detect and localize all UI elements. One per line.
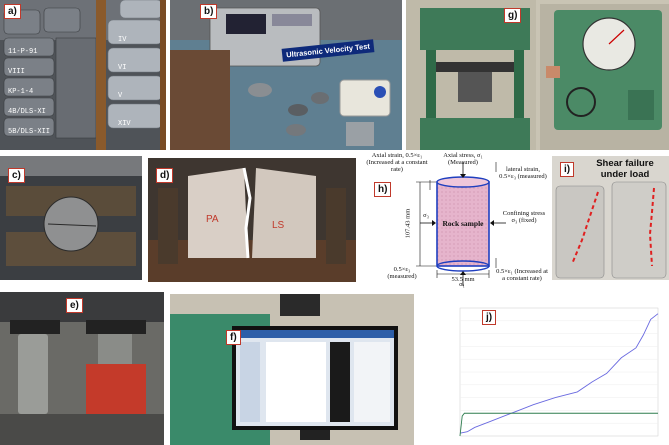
panel-f-tag: f) bbox=[226, 330, 241, 345]
core-label: 11-P-91 bbox=[8, 48, 38, 56]
sample-height-label: 107.43 mm bbox=[404, 208, 412, 239]
split-sample-photo bbox=[148, 158, 356, 282]
data-acquisition-photo bbox=[170, 294, 414, 445]
diameter-label: 53.5 mm bbox=[451, 276, 475, 283]
brazilian-test-photo bbox=[0, 156, 142, 280]
ultrasonic-photo bbox=[170, 0, 402, 150]
core-label: VI bbox=[118, 64, 127, 72]
core-label: 4B/DLS-XI bbox=[8, 108, 46, 116]
panel-d-split-sample: PA LS d) bbox=[148, 158, 356, 282]
panel-i-shear-failure: Shear failure under load i) bbox=[552, 156, 669, 280]
panel-a-core-samples: 11-P-91 VIII KP-1-4 4B/DLS-XI 5B/DLS-XII… bbox=[0, 0, 166, 150]
confining-stress-label: Confining stress σ₃ (fixed) bbox=[502, 210, 546, 224]
core-label: 5B/DLS-XII bbox=[8, 128, 51, 136]
sample-marking: LS bbox=[272, 220, 285, 231]
load-curve-chart bbox=[459, 307, 659, 437]
shear-failure-title: Shear failure under load bbox=[596, 158, 654, 180]
core-label: V bbox=[118, 92, 123, 100]
sigma1-bottom-label: σ₁ bbox=[459, 281, 465, 288]
bottom-left-strain-label: 0.5×ε₃ (measured) bbox=[387, 266, 417, 280]
panel-e-loading-frame: e) bbox=[0, 292, 164, 445]
loading-frame-photo bbox=[0, 292, 164, 445]
testing-machine-photo bbox=[406, 0, 669, 150]
panel-j-load-curve: j) bbox=[446, 300, 669, 445]
panel-b-ultrasonic: Ultrasonic Velocity Test b) bbox=[170, 0, 402, 150]
panel-g-testing-machine: g) bbox=[406, 0, 669, 150]
sigma3-left-label: σ₃ bbox=[423, 212, 429, 219]
panel-e-tag: e) bbox=[66, 298, 83, 313]
panel-h-tag: h) bbox=[374, 182, 392, 197]
panel-c-tag: c) bbox=[8, 168, 25, 183]
bottom-right-strain-label: 0.5×ε₁ (Increased at a constant rate) bbox=[496, 268, 548, 282]
rock-sample-label: Rock sample bbox=[442, 219, 484, 228]
panel-f-data-acquisition: f) bbox=[170, 294, 414, 445]
core-label: IV bbox=[118, 36, 127, 44]
panel-b-tag: b) bbox=[200, 4, 218, 19]
core-label: VIII bbox=[8, 68, 25, 76]
axial-stress-label: Axial stress, σ₁ (Measured) bbox=[443, 152, 483, 166]
triaxial-diagram bbox=[416, 162, 506, 286]
core-samples-photo bbox=[0, 0, 166, 150]
panel-g-tag: g) bbox=[504, 8, 522, 23]
core-label: XIV bbox=[118, 120, 131, 128]
panel-a-tag: a) bbox=[4, 4, 21, 19]
panel-h-triaxial-diagram: h) Axial strain, 0.5×ε₁ (Increased at a … bbox=[360, 150, 550, 290]
core-label: KP-1-4 bbox=[8, 88, 34, 96]
series-line-1 bbox=[459, 412, 658, 437]
lateral-strain-label: lateral strain, 0.5×ε₃ (measured) bbox=[499, 166, 547, 180]
axial-strain-label: Axial strain, 0.5×ε₁ (Increased at a con… bbox=[366, 152, 428, 173]
panel-j-tag: j) bbox=[482, 310, 497, 325]
panel-c-brazilian-test: c) bbox=[0, 156, 142, 280]
sample-marking: PA bbox=[206, 214, 219, 225]
panel-i-tag: i) bbox=[560, 162, 575, 177]
panel-d-tag: d) bbox=[156, 168, 174, 183]
series-line-0 bbox=[459, 313, 659, 434]
